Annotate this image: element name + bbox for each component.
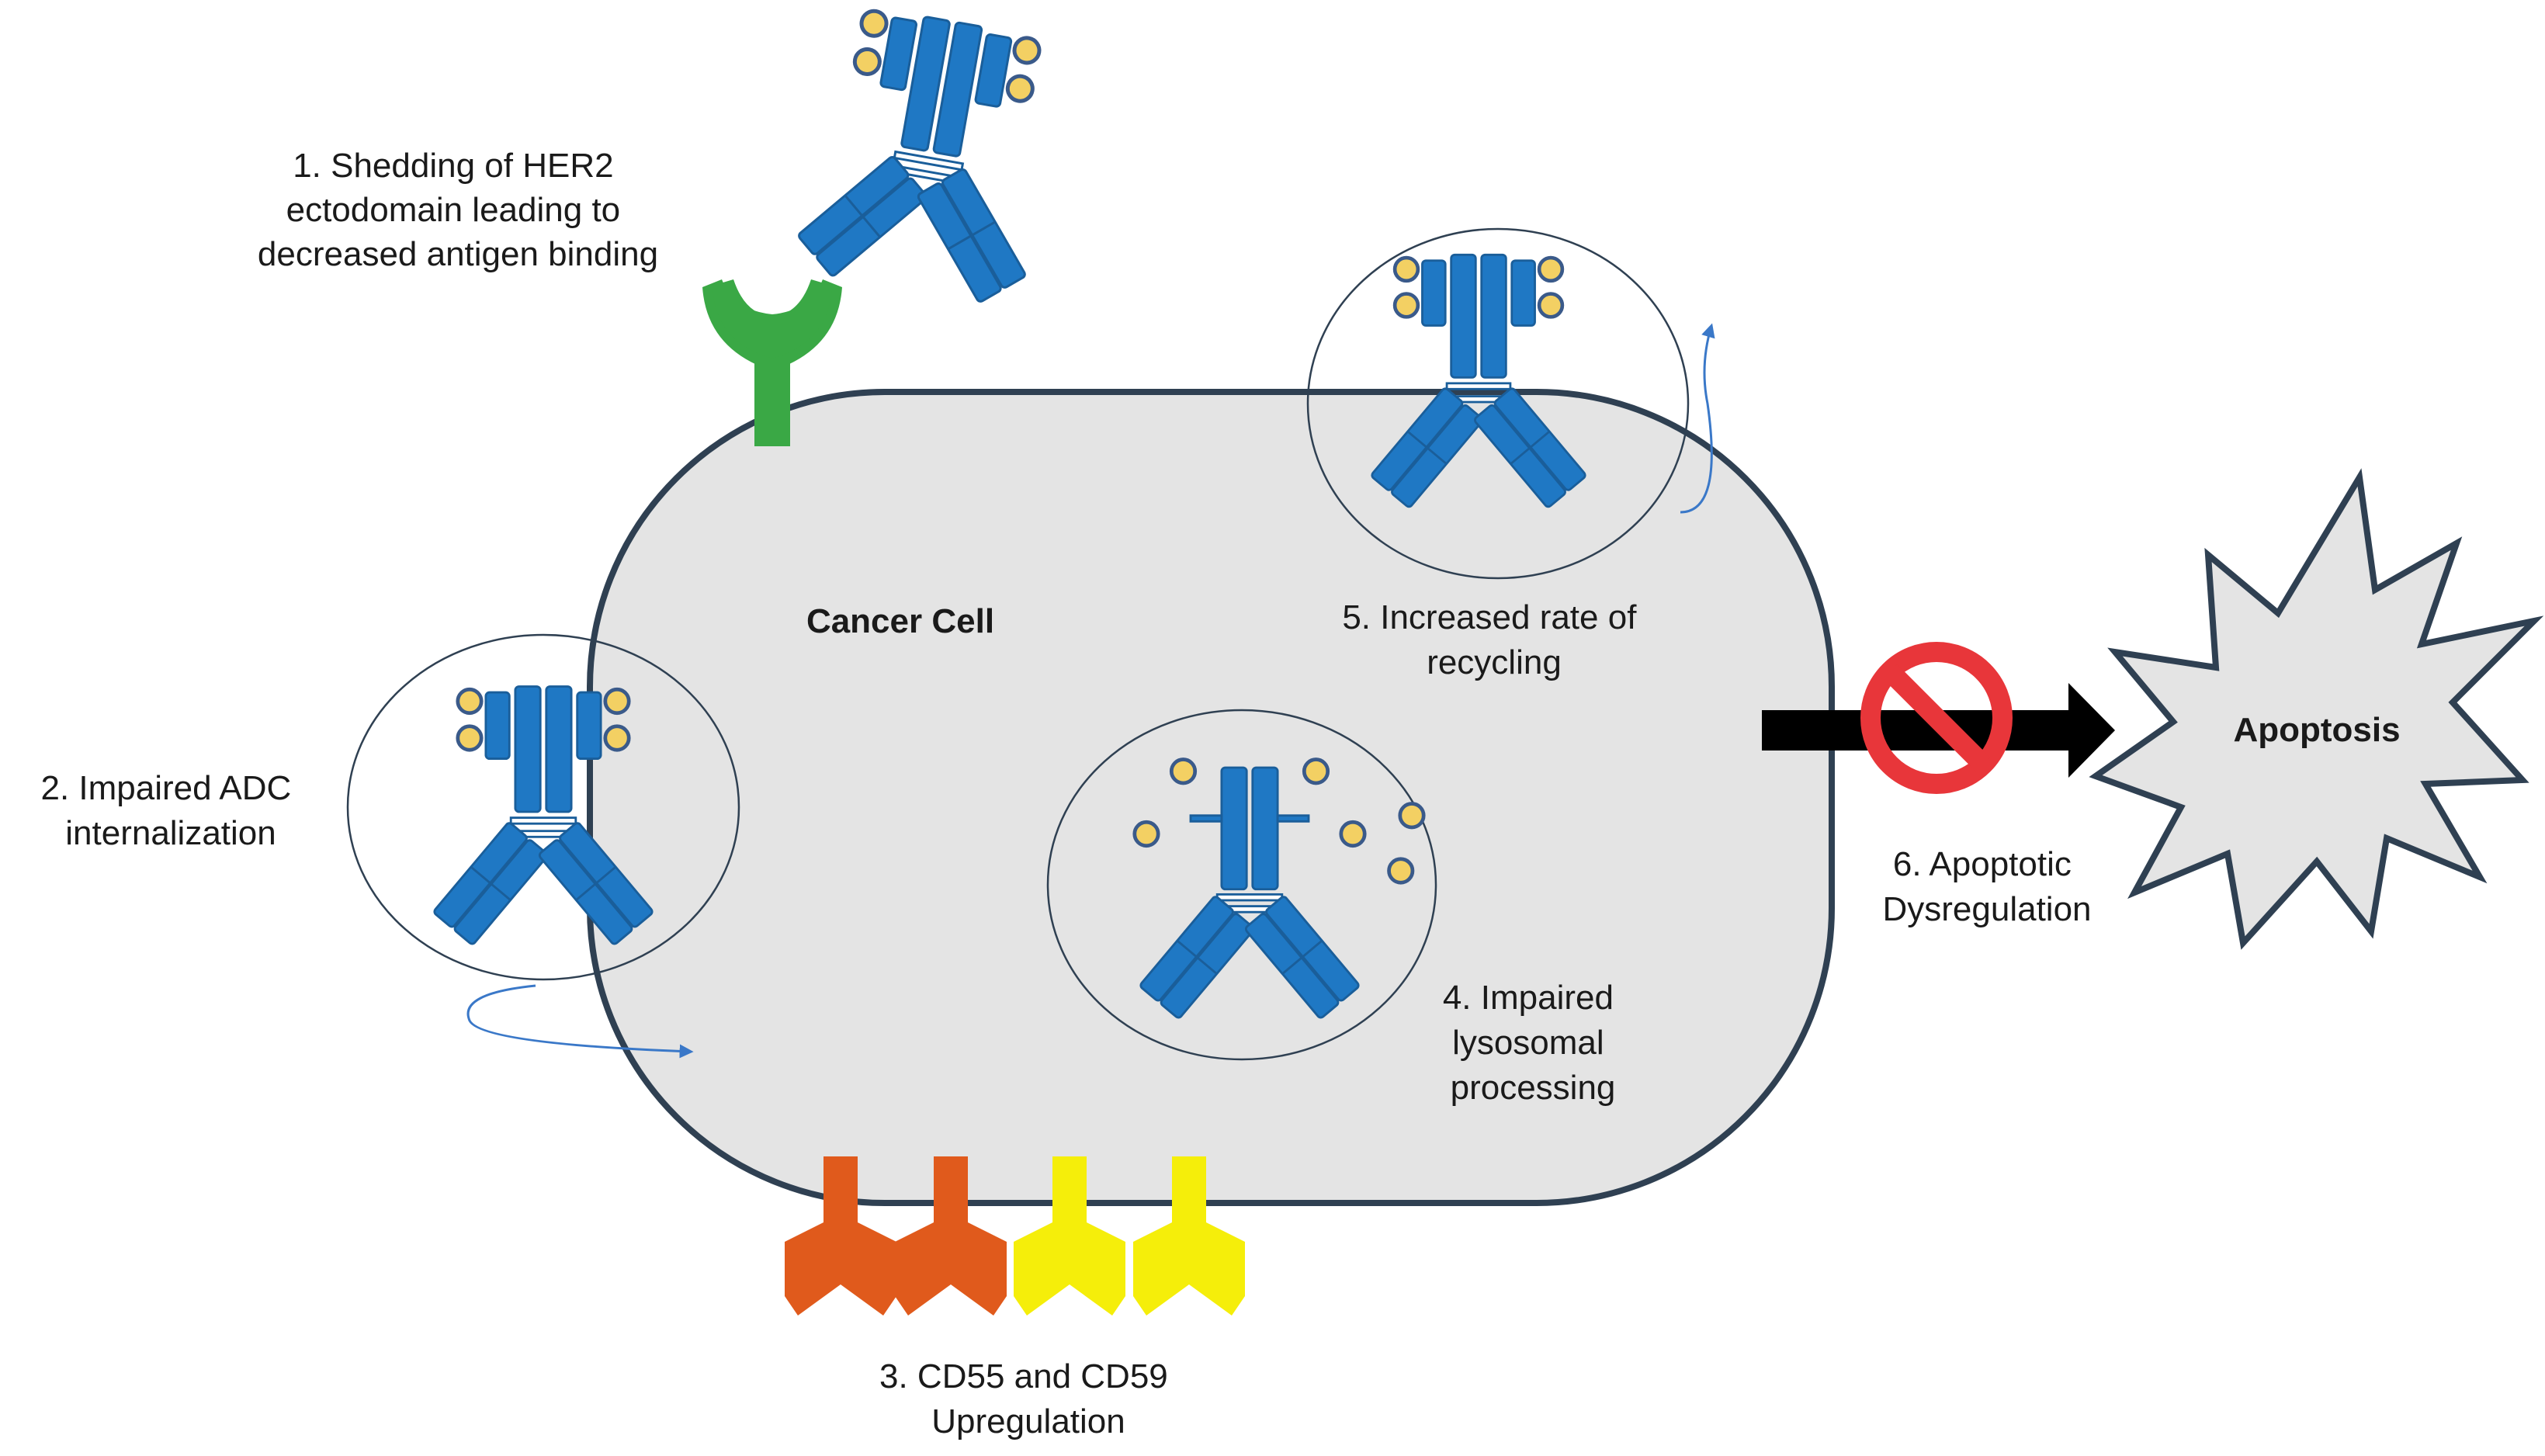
free-adc xyxy=(792,2,1068,310)
step6-label: 6. Apoptotic Dysregulation xyxy=(1882,845,2091,928)
her2-cup xyxy=(713,279,832,359)
step2-label: 2. Impaired ADC internalization xyxy=(40,769,300,852)
step1-label: 1. Shedding of HER2 ectodomain leading t… xyxy=(258,147,658,273)
recycling-arrow xyxy=(1680,323,1715,514)
step5-label: 5. Increased rate of recycling xyxy=(1342,598,1645,681)
step4-label: 4. Impaired lysosomal processing xyxy=(1443,979,1623,1107)
apoptosis-burst xyxy=(2089,468,2544,950)
apoptosis-label: Apoptosis xyxy=(2233,711,2400,749)
prohibition-icon xyxy=(1860,642,2013,794)
blocked-arrow-tip xyxy=(2068,683,2115,778)
cancer-cell xyxy=(587,389,1835,1206)
internalization-arrow xyxy=(466,984,694,1059)
cancer-cell-label: Cancer Cell xyxy=(806,602,994,640)
her2-stalk xyxy=(754,349,790,446)
step3-label: 3. CD55 and CD59 Upregulation xyxy=(879,1357,1177,1440)
endosome-surface xyxy=(346,633,740,981)
lysosome xyxy=(1046,709,1437,1061)
recycling-vesicle xyxy=(1306,227,1690,580)
